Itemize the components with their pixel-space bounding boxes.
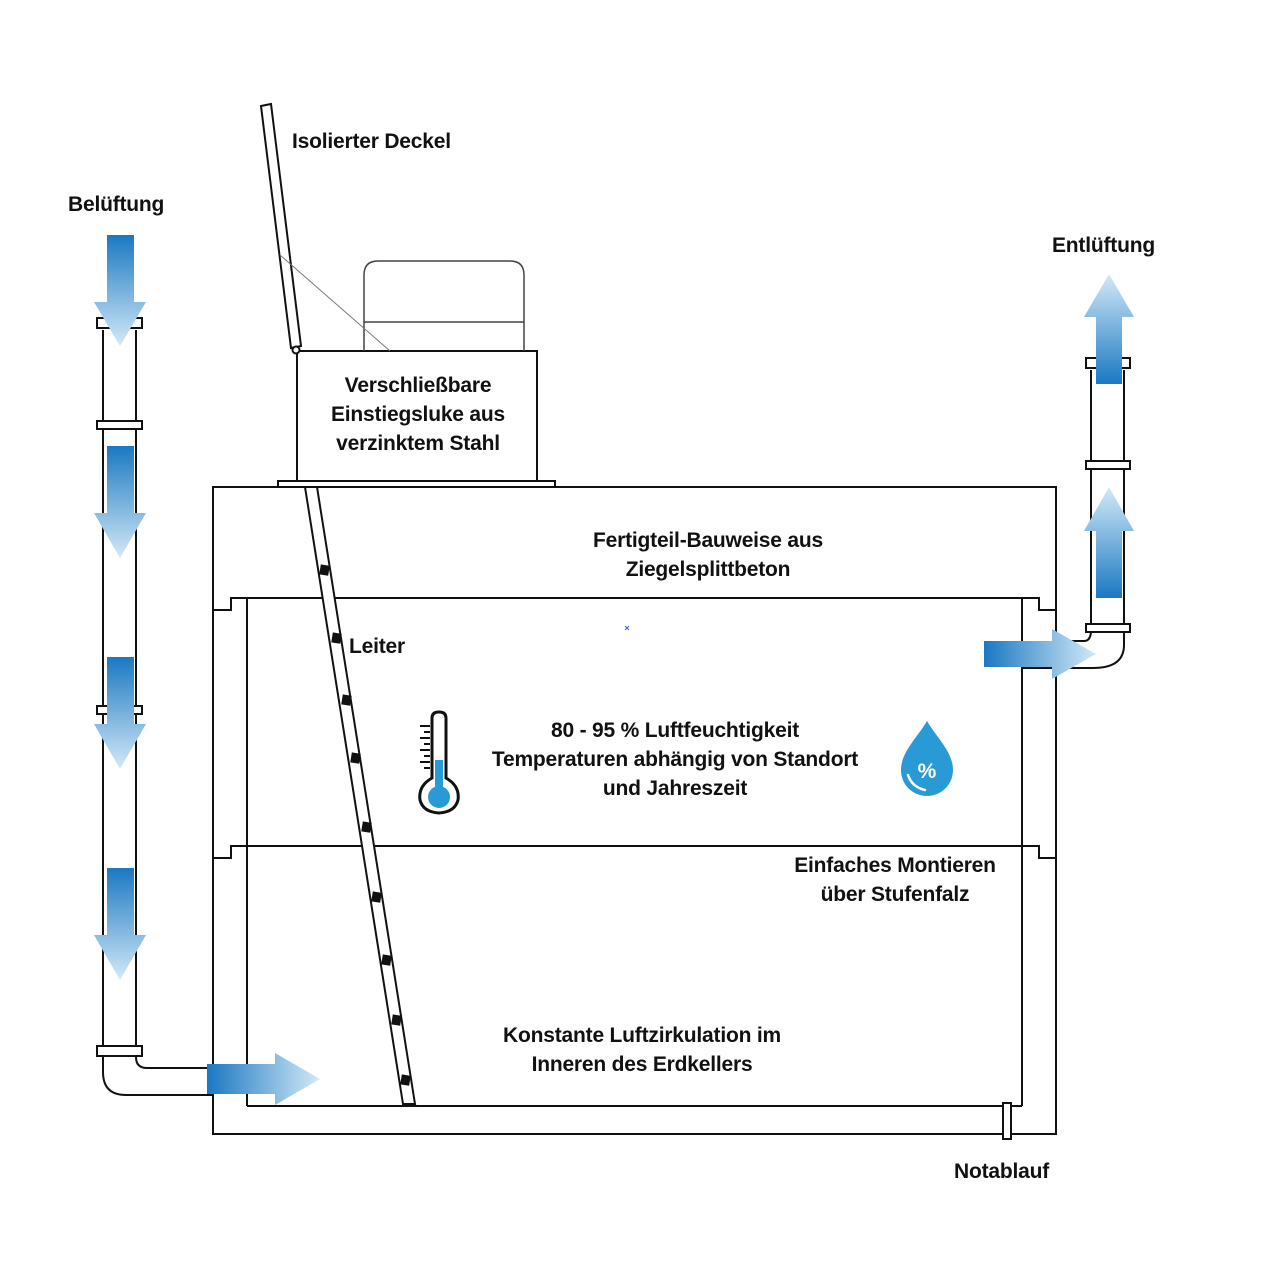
label-circulation: Konstante Luftzirkulation im Inneren des…	[503, 1021, 781, 1079]
label-climate-line-1: 80 - 95 % Luftfeuchtigkeit	[550, 719, 799, 742]
label-circulation-line-2: Inneren des Erdkellers	[531, 1053, 753, 1076]
arrow-right-icon	[207, 1053, 320, 1105]
label-emergency-drain: Notablauf	[954, 1160, 1050, 1183]
thermometer-icon	[418, 710, 460, 815]
label-ladder: Leiter	[349, 635, 405, 658]
label-construction-line-1: Fertigteil-Bauweise aus	[593, 529, 823, 552]
arrow-down-icon	[94, 657, 146, 769]
label-construction: Fertigteil-Bauweise aus Ziegelsplittbeto…	[593, 526, 823, 584]
arrow-down-icon	[94, 235, 146, 346]
label-climate: 80 - 95 % Luftfeuchtigkeit Temperaturen …	[492, 716, 858, 803]
label-climate-line-3: und Jahreszeit	[602, 777, 748, 800]
cellar-outer-wall	[212, 486, 1057, 1135]
small-cross-marker	[624, 625, 630, 631]
ladder	[303, 486, 417, 1105]
label-supply-air: Belüftung	[68, 193, 165, 216]
label-assembly-line-1: Einfaches Montieren	[794, 854, 996, 877]
label-climate-line-2: Temperaturen abhängig von Standort	[491, 748, 859, 771]
label-hatch-line-3: verzinktem Stahl	[336, 432, 500, 455]
label-construction-line-2: Ziegelsplittbeton	[625, 558, 791, 581]
label-hatch-line-2: Einstiegsluke aus	[330, 403, 506, 426]
insulated-lid	[259, 102, 525, 355]
water-drop-percent-icon: %	[901, 721, 953, 796]
label-circulation-line-1: Konstante Luftzirkulation im	[503, 1024, 781, 1047]
cellar-inner-wall	[213, 597, 1056, 1107]
arrow-up-icon	[1084, 487, 1134, 598]
label-assembly: Einfaches Montieren über Stufenfalz	[794, 851, 996, 909]
humidity-percent-symbol: %	[918, 760, 937, 783]
label-insulated-lid: Isolierter Deckel	[292, 130, 451, 153]
label-hatch: Verschließbare Einstiegsluke aus verzink…	[331, 371, 505, 458]
label-exhaust-air: Entlüftung	[1052, 234, 1155, 257]
arrow-right-icon	[984, 629, 1096, 679]
label-hatch-line-1: Verschließbare	[344, 374, 492, 397]
arrow-up-icon	[1084, 274, 1134, 384]
emergency-drain	[1002, 1102, 1012, 1140]
airflow-arrows	[94, 235, 1134, 1105]
arrow-down-icon	[94, 868, 146, 980]
entry-hatch	[277, 350, 556, 488]
supply-air-pipe	[102, 330, 213, 1096]
label-assembly-line-2: über Stufenfalz	[820, 883, 970, 906]
arrow-down-icon	[94, 446, 146, 558]
